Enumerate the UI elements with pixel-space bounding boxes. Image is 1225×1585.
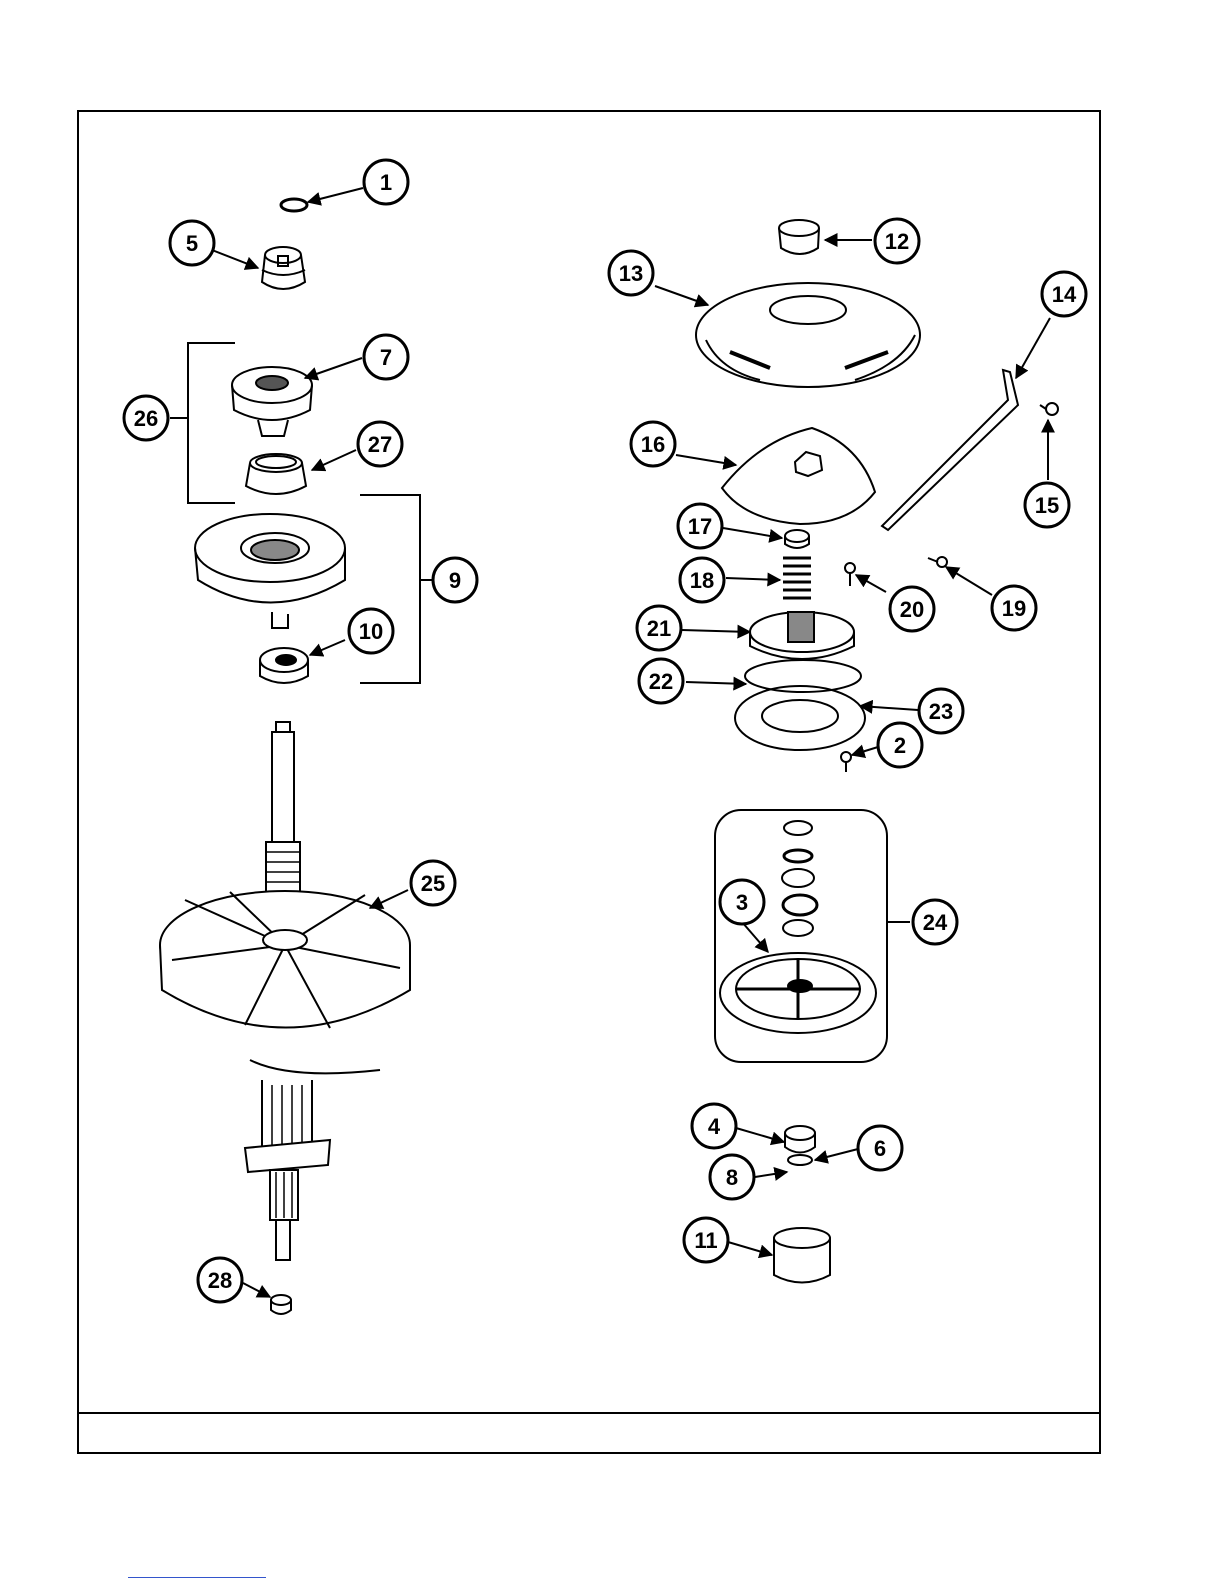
callout-4: 4 (692, 1104, 736, 1148)
svg-text:5: 5 (186, 231, 198, 256)
svg-text:16: 16 (641, 432, 665, 457)
callout-26: 26 (124, 396, 168, 440)
svg-text:19: 19 (1002, 596, 1026, 621)
callout-20: 20 (890, 587, 934, 631)
part-23-plate (735, 686, 865, 750)
svg-text:10: 10 (359, 619, 383, 644)
callout-18: 18 (680, 558, 724, 602)
svg-text:12: 12 (885, 229, 909, 254)
bracket-9 (360, 495, 420, 683)
svg-text:26: 26 (134, 406, 158, 431)
svg-text:21: 21 (647, 616, 671, 641)
callout-19: 19 (992, 586, 1036, 630)
part-16-dome (722, 428, 875, 524)
callout-27: 27 (358, 422, 402, 466)
svg-text:9: 9 (449, 568, 461, 593)
callout-28: 28 (198, 1258, 242, 1302)
part-7-bearing-flange (232, 367, 312, 436)
callout-7: 7 (364, 335, 408, 379)
part-27-seal (246, 454, 306, 494)
callout-11: 11 (684, 1218, 728, 1262)
part-2-screw (841, 752, 851, 772)
part-13-shield (696, 283, 920, 387)
callout-14: 14 (1042, 272, 1086, 316)
part-24-kit (715, 810, 887, 1062)
callout-22: 22 (639, 659, 683, 703)
parts-drawing (160, 199, 1058, 1314)
callout-3: 3 (720, 880, 764, 924)
callout-23: 23 (919, 689, 963, 733)
callout-15: 15 (1025, 483, 1069, 527)
svg-text:7: 7 (380, 345, 392, 370)
part-4-clutch (785, 1126, 815, 1165)
svg-text:28: 28 (208, 1268, 232, 1293)
part-9-housing (195, 514, 345, 628)
svg-text:11: 11 (694, 1228, 717, 1253)
part-5-nut (262, 247, 305, 289)
callout-8: 8 (710, 1155, 754, 1199)
callout-13: 13 (609, 251, 653, 295)
svg-text:22: 22 (649, 669, 673, 694)
callout-10: 10 (349, 609, 393, 653)
callout-12: 12 (875, 219, 919, 263)
svg-text:3: 3 (736, 890, 748, 915)
part-14-lever (882, 370, 1018, 530)
callout-17: 17 (678, 504, 722, 548)
svg-text:6: 6 (874, 1136, 886, 1161)
part-22-washer (745, 660, 861, 692)
svg-text:18: 18 (690, 568, 714, 593)
svg-text:8: 8 (726, 1165, 738, 1190)
callout-2: 2 (878, 723, 922, 767)
svg-text:4: 4 (708, 1114, 721, 1139)
callout-1: 1 (364, 160, 408, 204)
part-28-nut (271, 1295, 291, 1314)
bottom-link-underline[interactable] (128, 1577, 266, 1578)
leader-lines (212, 188, 1050, 1297)
part-15-screw (1040, 403, 1058, 415)
svg-text:24: 24 (923, 910, 948, 935)
bracket-26 (188, 343, 235, 503)
part-11-sleeve (774, 1228, 830, 1283)
callout-24: 24 (913, 900, 957, 944)
part-21-hub (750, 612, 854, 659)
callout-16: 16 (631, 422, 675, 466)
part-19-screw (928, 557, 947, 567)
part-17-cap (785, 530, 809, 548)
svg-text:15: 15 (1035, 493, 1059, 518)
svg-text:27: 27 (368, 432, 392, 457)
callout-6: 6 (858, 1126, 902, 1170)
svg-text:2: 2 (894, 733, 906, 758)
svg-text:20: 20 (900, 597, 924, 622)
callout-5: 5 (170, 221, 214, 265)
part-10-bearing (260, 648, 308, 683)
svg-text:17: 17 (688, 514, 712, 539)
svg-text:14: 14 (1052, 282, 1077, 307)
svg-text:13: 13 (619, 261, 643, 286)
part-20-screw (845, 563, 855, 586)
callout-25: 25 (411, 861, 455, 905)
svg-text:23: 23 (929, 699, 953, 724)
part-18-spring (783, 558, 811, 598)
part-12-coupling (779, 220, 819, 254)
part-1-ring (281, 199, 307, 211)
part-25-transmission (160, 722, 410, 1260)
svg-text:1: 1 (380, 170, 392, 195)
callout-21: 21 (637, 606, 681, 650)
callout-9: 9 (433, 558, 477, 602)
svg-text:25: 25 (421, 871, 445, 896)
